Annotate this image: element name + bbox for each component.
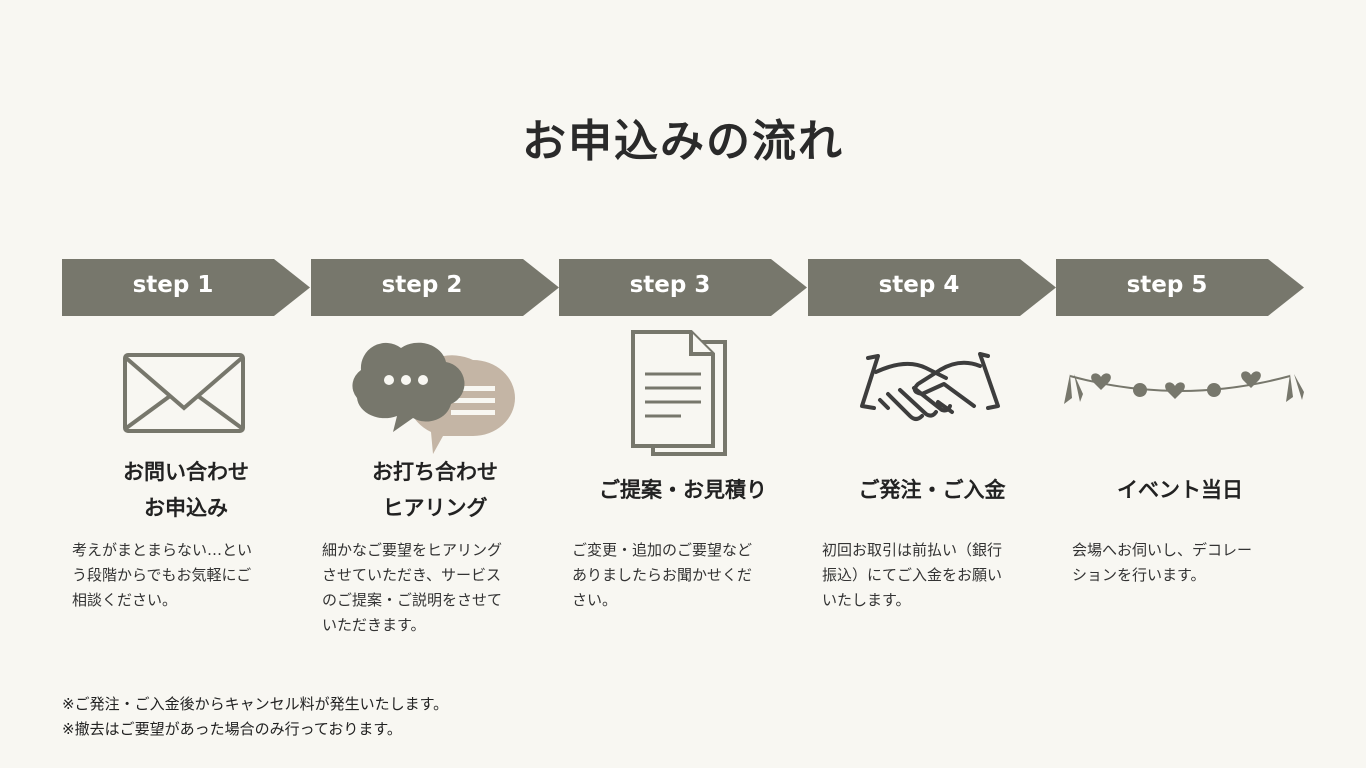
speech-bubbles-icon	[311, 328, 559, 458]
footnotes: ※ご発注・ご入金後からキャンセル料が発生いたします。 ※撤去はご要望があった場合…	[62, 692, 448, 742]
desc-line: のご提案・ご説明をさせて	[322, 591, 503, 609]
page-title: お申込みの流れ	[522, 116, 844, 167]
garland-icon	[1056, 328, 1304, 458]
title-line: お打ち合わせ	[372, 460, 498, 484]
step-3-title: ご提案・お見積り	[559, 472, 807, 508]
title-line: ご発注・ご入金	[858, 478, 1006, 502]
footnote: ※ご発注・ご入金後からキャンセル料が発生いたします。	[62, 695, 449, 713]
document-icon	[559, 328, 807, 458]
desc-line: ありましたらお聞かせくだ	[572, 566, 753, 584]
step-5-arrow: step 5	[1056, 259, 1304, 316]
title-line: イベント当日	[1117, 478, 1243, 502]
step-label: step 4	[878, 272, 960, 298]
step-4-description: 初回お取引は前払い（銀行振込）にてご入金をお願いいたします。	[822, 538, 1058, 613]
desc-line: いたします。	[822, 591, 911, 609]
desc-line: いただきます。	[322, 616, 426, 634]
step-5-title: イベント当日	[1056, 472, 1304, 508]
envelope-icon	[62, 328, 310, 458]
title-line: お問い合わせ	[123, 460, 249, 484]
step-label: step 2	[381, 272, 463, 298]
handshake-icon	[808, 328, 1056, 458]
step-1-arrow: step 1	[62, 259, 310, 316]
title-line: ヒアリング	[382, 496, 488, 520]
desc-line: 考えがまとまらない…とい	[72, 541, 253, 559]
step-1-title: お問い合わせお申込み	[62, 454, 310, 526]
step-label: step 1	[132, 272, 214, 298]
step-3-description: ご変更・追加のご要望などありましたらお聞かせください。	[572, 538, 808, 613]
desc-line: 細かなご要望をヒアリング	[322, 541, 503, 559]
desc-line: 会場へお伺いし、デコレー	[1072, 541, 1253, 559]
desc-line: さい。	[572, 591, 618, 609]
step-4-title: ご発注・ご入金	[808, 472, 1056, 508]
step-label: step 5	[1126, 272, 1208, 298]
title-line: ご提案・お見積り	[599, 478, 767, 502]
step-5-description: 会場へお伺いし、デコレーションを行います。	[1072, 538, 1308, 588]
footnote: ※撤去はご要望があった場合のみ行っております。	[62, 720, 402, 738]
desc-line: させていただき、サービス	[322, 566, 501, 584]
desc-line: う段階からでもお気軽にご	[72, 566, 252, 584]
step-4-arrow: step 4	[808, 259, 1056, 316]
desc-line: 初回お取引は前払い（銀行	[822, 541, 1003, 559]
step-2-description: 細かなご要望をヒアリングさせていただき、サービスのご提案・ご説明をさせていただき…	[322, 538, 558, 638]
desc-line: 相談ください。	[72, 591, 178, 609]
desc-line: ご変更・追加のご要望など	[572, 541, 753, 559]
step-2-arrow: step 2	[311, 259, 559, 316]
step-2-title: お打ち合わせヒアリング	[311, 454, 559, 526]
title-line: お申込み	[144, 496, 228, 520]
desc-line: ションを行います。	[1072, 566, 1206, 584]
step-label: step 3	[629, 272, 711, 298]
step-1-description: 考えがまとまらない…という段階からでもお気軽にご相談ください。	[72, 538, 308, 613]
desc-line: 振込）にてご入金をお願い	[822, 566, 1003, 584]
step-3-arrow: step 3	[559, 259, 807, 316]
